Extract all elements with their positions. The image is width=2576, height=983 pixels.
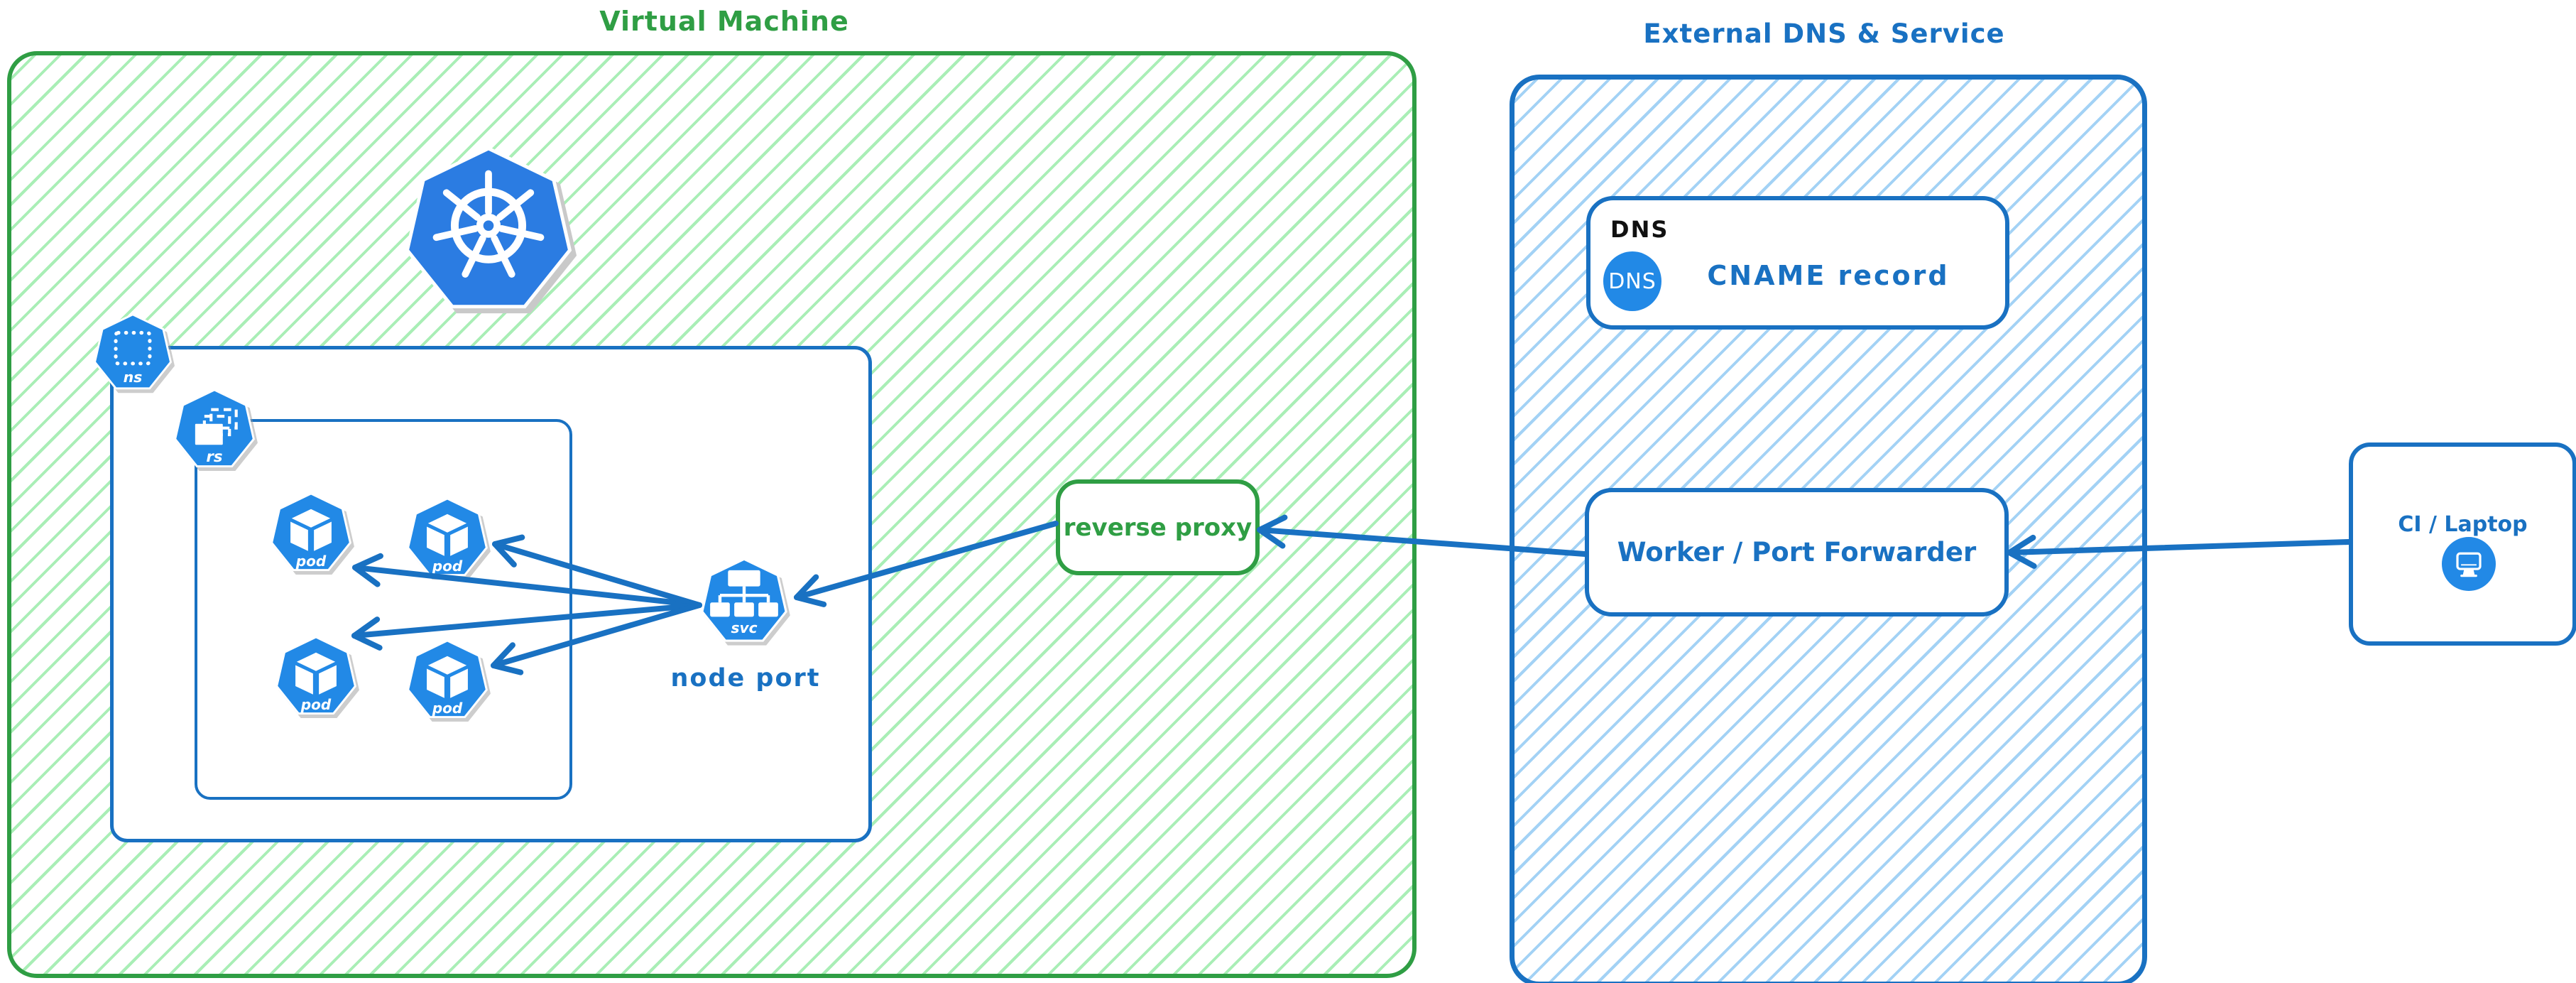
virtual-machine-title: Virtual Machine xyxy=(599,6,849,37)
pod-icon-label: pod xyxy=(300,696,332,713)
dns-record-box: DNS DNS CNAME record xyxy=(1586,196,2009,330)
pod-icon-label: pod xyxy=(432,558,463,575)
reverse-proxy-box: reverse proxy xyxy=(1056,479,1260,575)
reverse-proxy-label: reverse proxy xyxy=(1063,513,1252,542)
pod-icon: pod xyxy=(407,497,488,577)
external-dns-title: External DNS & Service xyxy=(1643,18,2005,49)
kubernetes-logo-icon xyxy=(405,146,572,309)
dns-badge-icon: DNS xyxy=(1603,251,1661,311)
pod-icon: pod xyxy=(271,492,351,572)
pod-icon: pod xyxy=(407,639,488,719)
replicaset-box xyxy=(195,419,572,800)
dns-tag-label: DNS xyxy=(1610,216,1669,243)
pod-icon: pod xyxy=(275,636,356,715)
replicaset-icon-label: rs xyxy=(206,448,222,466)
client-box: CI / Laptop xyxy=(2349,442,2576,646)
monitor-icon xyxy=(2442,537,2496,591)
worker-label: Worker / Port Forwarder xyxy=(1617,537,1977,567)
pod-icon-label: pod xyxy=(295,553,327,570)
service-icon: svc xyxy=(701,558,787,642)
service-icon-label: svc xyxy=(731,619,757,636)
replicaset-icon: rs xyxy=(174,389,255,468)
namespace-icon-label: ns xyxy=(124,369,143,386)
pod-icon-label: pod xyxy=(432,700,463,717)
namespace-icon: ns xyxy=(93,313,173,390)
client-label: CI / Laptop xyxy=(2398,512,2528,537)
worker-box: Worker / Port Forwarder xyxy=(1585,488,2009,617)
node-port-label: node port xyxy=(670,664,821,693)
cname-record-label: CNAME record xyxy=(1707,260,1950,291)
